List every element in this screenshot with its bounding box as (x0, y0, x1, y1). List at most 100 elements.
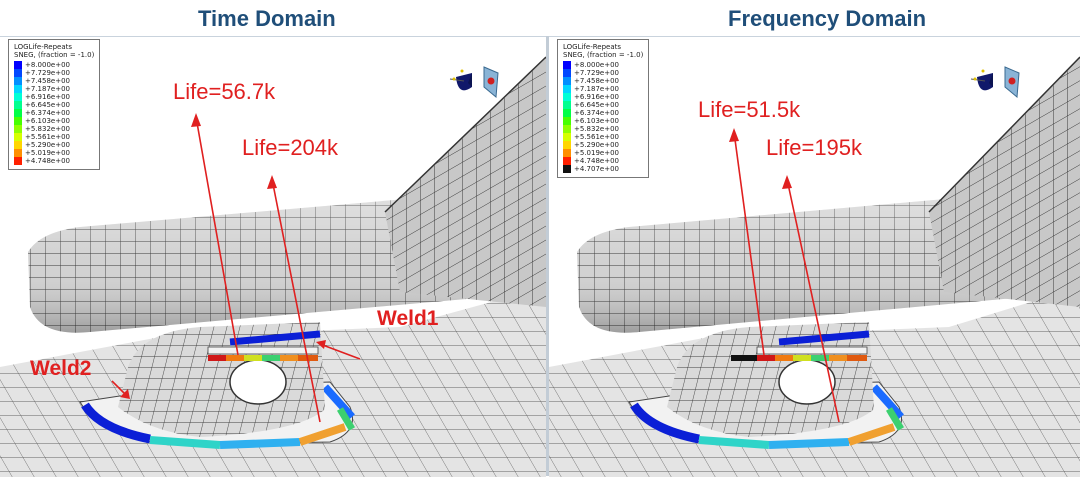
life-arrow-bottom-freq (782, 175, 840, 423)
legend-entry: +6.374e+00 (14, 109, 94, 117)
legend-entries-freq: +8.000e+00+7.729e+00+7.458e+00+7.187e+00… (563, 61, 643, 173)
legend-value: +6.916e+00 (25, 93, 70, 101)
legend-value: +4.748e+00 (25, 157, 70, 165)
legend-entry: +4.707e+00 (563, 165, 643, 173)
legend-entry: +6.916e+00 (14, 93, 94, 101)
frequency-domain-viewport[interactable]: LOGLife-Repeats SNEG, (fraction = -1.0) … (549, 36, 1080, 477)
legend-entry: +5.561e+00 (14, 133, 94, 141)
life-label-bottom: Life=204k (242, 135, 339, 160)
view-triad-icon (969, 57, 1023, 107)
legend-entry: +8.000e+00 (14, 61, 94, 69)
legend-value: +4.707e+00 (574, 165, 619, 173)
legend-swatch (14, 133, 22, 141)
legend-entry: +6.103e+00 (563, 117, 643, 125)
legend-value: +5.290e+00 (574, 141, 619, 149)
legend-entry: +7.458e+00 (563, 77, 643, 85)
time-domain-viewport[interactable]: LOGLife-Repeats SNEG, (fraction = -1.0) … (0, 36, 546, 477)
legend-swatch (563, 165, 571, 173)
legend-swatch (14, 125, 22, 133)
legend-swatch (563, 117, 571, 125)
legend-value: +5.561e+00 (25, 133, 70, 141)
contour-legend: LOGLife-Repeats SNEG, (fraction = -1.0) … (8, 39, 101, 170)
time-domain-title: Time Domain (198, 6, 336, 31)
legend-swatch (14, 85, 22, 93)
legend-swatch (14, 157, 22, 165)
legend-entry: +8.000e+00 (563, 61, 643, 69)
legend-entry: +5.019e+00 (563, 149, 643, 157)
life-label-top: Life=56.7k (173, 79, 276, 104)
legend-entry: +7.729e+00 (563, 69, 643, 77)
legend-swatch (563, 93, 571, 101)
legend-swatch (14, 149, 22, 157)
weld1-arrow (316, 340, 361, 360)
legend-value: +5.832e+00 (25, 125, 70, 133)
legend-swatch (14, 77, 22, 85)
legend-swatch (14, 117, 22, 125)
legend-swatch (14, 93, 22, 101)
legend-swatch (14, 101, 22, 109)
legend-swatch (563, 77, 571, 85)
legend-value: +7.187e+00 (574, 85, 619, 93)
panel-divider (546, 36, 549, 476)
legend-subtitle: SNEG, (fraction = -1.0) (14, 51, 95, 59)
legend-entry: +6.374e+00 (563, 109, 643, 117)
legend-swatch (563, 69, 571, 77)
legend-value: +5.290e+00 (25, 141, 70, 149)
legend-entry: +5.290e+00 (14, 141, 94, 149)
legend-entry: +6.103e+00 (14, 117, 94, 125)
legend-swatch (563, 157, 571, 165)
legend-entries: +8.000e+00+7.729e+00+7.458e+00+7.187e+00… (14, 61, 94, 165)
legend-value: +7.187e+00 (25, 85, 70, 93)
legend-value: +7.458e+00 (25, 77, 70, 85)
weld1-label: Weld1 (377, 307, 439, 330)
legend-value: +8.000e+00 (574, 61, 619, 69)
legend-value: +6.374e+00 (25, 109, 70, 117)
view-triad-icon (448, 57, 502, 107)
weld2-label: Weld2 (30, 357, 92, 380)
legend-swatch (14, 141, 22, 149)
legend-value: +6.374e+00 (574, 109, 619, 117)
legend-entry: +7.187e+00 (14, 85, 94, 93)
legend-value: +5.019e+00 (574, 149, 619, 157)
legend-entry: +6.645e+00 (563, 101, 643, 109)
fe-model-frequency (549, 56, 1080, 477)
legend-entry: +5.019e+00 (14, 149, 94, 157)
legend-entry: +4.748e+00 (563, 157, 643, 165)
legend-entry: +7.458e+00 (14, 77, 94, 85)
legend-swatch (14, 109, 22, 117)
legend-swatch (563, 85, 571, 93)
legend-entry: +7.187e+00 (563, 85, 643, 93)
legend-swatch (563, 149, 571, 157)
life-arrow-top-freq (729, 128, 765, 356)
legend-value: +5.832e+00 (574, 125, 619, 133)
legend-swatch (14, 69, 22, 77)
legend-entry: +6.916e+00 (563, 93, 643, 101)
legend-entry: +5.290e+00 (563, 141, 643, 149)
legend-value: +6.645e+00 (25, 101, 70, 109)
legend-title-freq: LOGLife-Repeats (563, 43, 622, 51)
life-arrow-top (191, 113, 239, 356)
legend-swatch (14, 61, 22, 69)
legend-value: +7.458e+00 (574, 77, 619, 85)
legend-value: +6.103e+00 (574, 117, 619, 125)
legend-value: +7.729e+00 (574, 69, 619, 77)
legend-value: +6.645e+00 (574, 101, 619, 109)
legend-entry: +4.748e+00 (14, 157, 94, 165)
legend-value: +5.561e+00 (574, 133, 619, 141)
frequency-domain-title: Frequency Domain (728, 6, 927, 31)
legend-entry: +5.832e+00 (14, 125, 94, 133)
legend-value: +7.729e+00 (25, 69, 70, 77)
life-arrow-bottom (267, 175, 321, 423)
legend-entry: +5.561e+00 (563, 133, 643, 141)
legend-entry: +6.645e+00 (14, 101, 94, 109)
legend-value: +5.019e+00 (25, 149, 70, 157)
legend-value: +8.000e+00 (25, 61, 70, 69)
legend-title: LOGLife-Repeats (14, 43, 73, 51)
legend-swatch (563, 133, 571, 141)
weld2-arrow (111, 380, 130, 399)
legend-swatch (563, 141, 571, 149)
legend-swatch (563, 125, 571, 133)
legend-swatch (563, 101, 571, 109)
legend-value: +4.748e+00 (574, 157, 619, 165)
legend-subtitle-freq: SNEG, (fraction = -1.0) (563, 51, 644, 59)
